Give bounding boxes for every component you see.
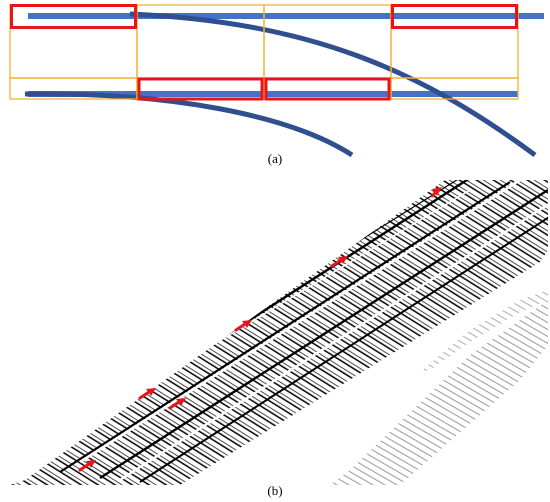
arrow [330, 256, 348, 268]
grid-cell [390, 77, 519, 100]
panel-b-caption: (b) [267, 483, 283, 498]
highlight-box [137, 77, 264, 101]
highlight-box [264, 77, 391, 101]
arrow [234, 320, 252, 332]
rail-line [59, 181, 511, 473]
arrows [78, 187, 442, 472]
rail-line [79, 180, 521, 464]
point-cloud-ground-edge [420, 290, 548, 372]
rail-line [139, 209, 548, 483]
highlight-box [391, 4, 518, 29]
panel-a-diagram [9, 4, 544, 158]
arrow [430, 187, 442, 198]
arrow [168, 398, 186, 410]
grid-cells [9, 4, 519, 100]
rail-line [99, 188, 548, 480]
highlight-boxes [10, 4, 518, 101]
panel-a-caption: (a) [267, 151, 283, 166]
curved-rail-bottom [24, 91, 354, 158]
panel-b-point-cloud [10, 180, 548, 485]
highlight-box [10, 4, 137, 29]
arrow [78, 460, 96, 472]
point-cloud-ground [330, 300, 548, 485]
curved-rail-top [129, 11, 537, 158]
arrow [138, 388, 156, 400]
rail-line [119, 198, 548, 482]
point-cloud-band [10, 180, 548, 485]
